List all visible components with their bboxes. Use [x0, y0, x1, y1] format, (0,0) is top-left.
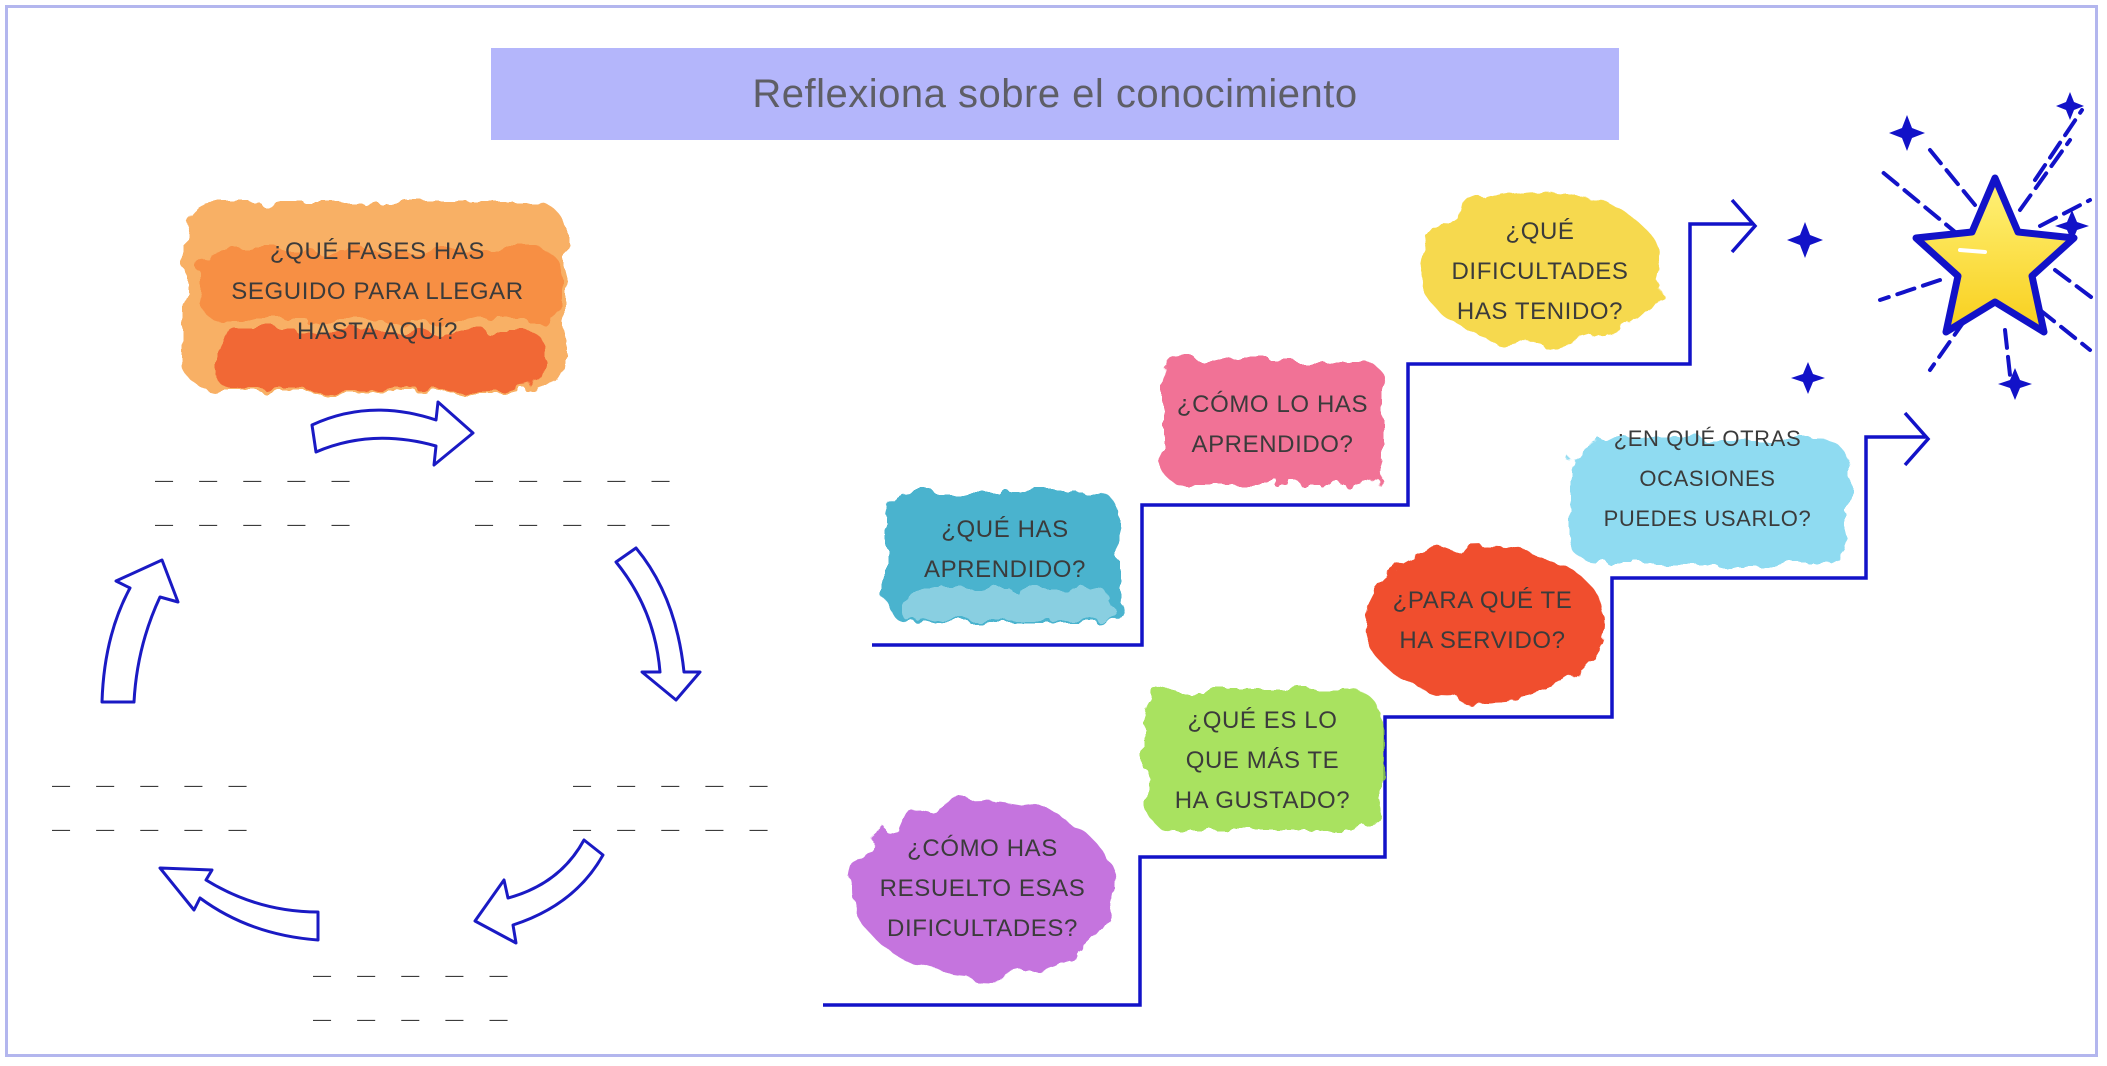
cycle-top-blob — [185, 202, 565, 392]
prompt-como-has-resuelto: ¿CÓMO HAS RESUELTO ESAS DIFICULTADES? — [879, 835, 1086, 942]
cycle-arrow-bottom-right — [473, 838, 605, 945]
blank-line: _ _ _ _ _ — [52, 797, 251, 832]
sparkle-icon — [1787, 92, 2089, 400]
cycle-arrow-bottom-left — [158, 866, 320, 942]
blank-line: _ _ _ _ _ — [573, 753, 772, 788]
page-title: Reflexiona sobre el conocimiento — [752, 71, 1358, 116]
upper-stair-line — [872, 198, 1758, 647]
blank-line: _ _ _ _ _ — [52, 753, 251, 788]
prompt-en-que-otras-ocasiones: ¿EN QUÉ OTRAS OCASIONES PUEDES USARLO? — [1603, 426, 1812, 531]
blank-line: _ _ _ _ _ — [475, 492, 674, 527]
title-banner: Reflexiona sobre el conocimiento — [491, 48, 1619, 140]
blank-line: _ _ _ _ _ — [475, 448, 674, 483]
blank-line: _ _ _ _ _ — [313, 943, 512, 978]
blob-que-has-aprendido — [885, 492, 1120, 622]
blob-como-has-resuelto — [851, 800, 1115, 976]
prompt-como-lo-has-aprendido: ¿CÓMO LO HAS APRENDIDO? — [1176, 391, 1369, 458]
page-frame — [5, 5, 2098, 1057]
cycle-top-prompt: ¿QUÉ FASES HAS SEGUIDO PARA LLEGAR HASTA… — [231, 238, 524, 345]
blob-en-que-otras-ocasiones — [1570, 440, 1850, 565]
prompt-que-has-aprendido: ¿QUÉ HAS APRENDIDO? — [923, 516, 1087, 583]
cycle-arrow-right — [614, 546, 702, 702]
blob-para-que-te-ha-servido — [1365, 545, 1605, 701]
blank-line: _ _ _ _ _ — [155, 492, 354, 527]
rays-icon — [1878, 108, 2097, 377]
cycle-arrow-left — [100, 558, 180, 704]
blank-line: _ _ _ _ _ — [155, 448, 354, 483]
blob-que-dificultades — [1418, 190, 1662, 346]
blob-como-lo-has-aprendido — [1160, 360, 1385, 485]
prompt-para-que-te-ha-servido: ¿PARA QUÉ TE HA SERVIDO? — [1392, 587, 1573, 654]
blob-que-es-lo-que-mas — [1145, 690, 1380, 830]
prompt-que-dificultades: ¿QUÉ DIFICULTADES HAS TENIDO? — [1451, 218, 1629, 325]
prompt-que-es-lo-que-mas: ¿QUÉ ES LO QUE MÁS TE HA GUSTADO? — [1174, 707, 1351, 814]
cycle-arrow-top — [310, 400, 475, 467]
lower-stair-line — [823, 411, 1931, 1007]
blank-line: _ _ _ _ _ — [313, 987, 512, 1022]
blank-line: _ _ _ _ _ — [573, 797, 772, 832]
star-icon — [1912, 174, 2078, 336]
